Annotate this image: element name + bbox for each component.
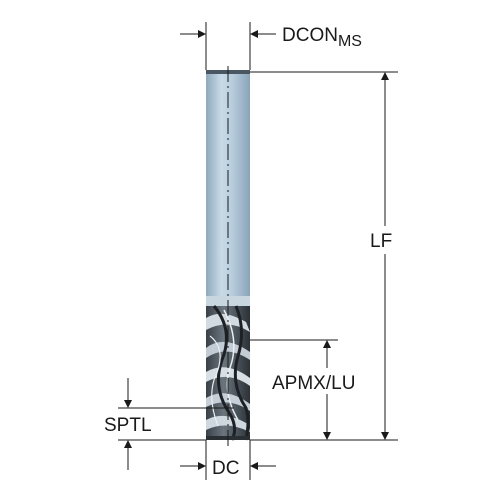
- dcon-dimension: DCONMS: [180, 22, 362, 70]
- dcon-label-main: DCON: [282, 25, 338, 46]
- sptl-label: SPTL: [104, 415, 152, 436]
- lf-dimension: LF: [250, 71, 398, 441]
- lf-label: LF: [370, 231, 392, 252]
- dcon-label-subscript: MS: [338, 33, 362, 50]
- apmx-lu-label: APMX/LU: [272, 373, 355, 394]
- dc-dimension: DC: [180, 440, 276, 480]
- dc-label: DC: [212, 458, 239, 479]
- dcon-label: DCONMS: [282, 25, 362, 50]
- end-mill-tool: [206, 66, 250, 446]
- apmx-lu-dimension: APMX/LU: [250, 339, 355, 440]
- sptl-dimension: SPTL: [104, 378, 234, 470]
